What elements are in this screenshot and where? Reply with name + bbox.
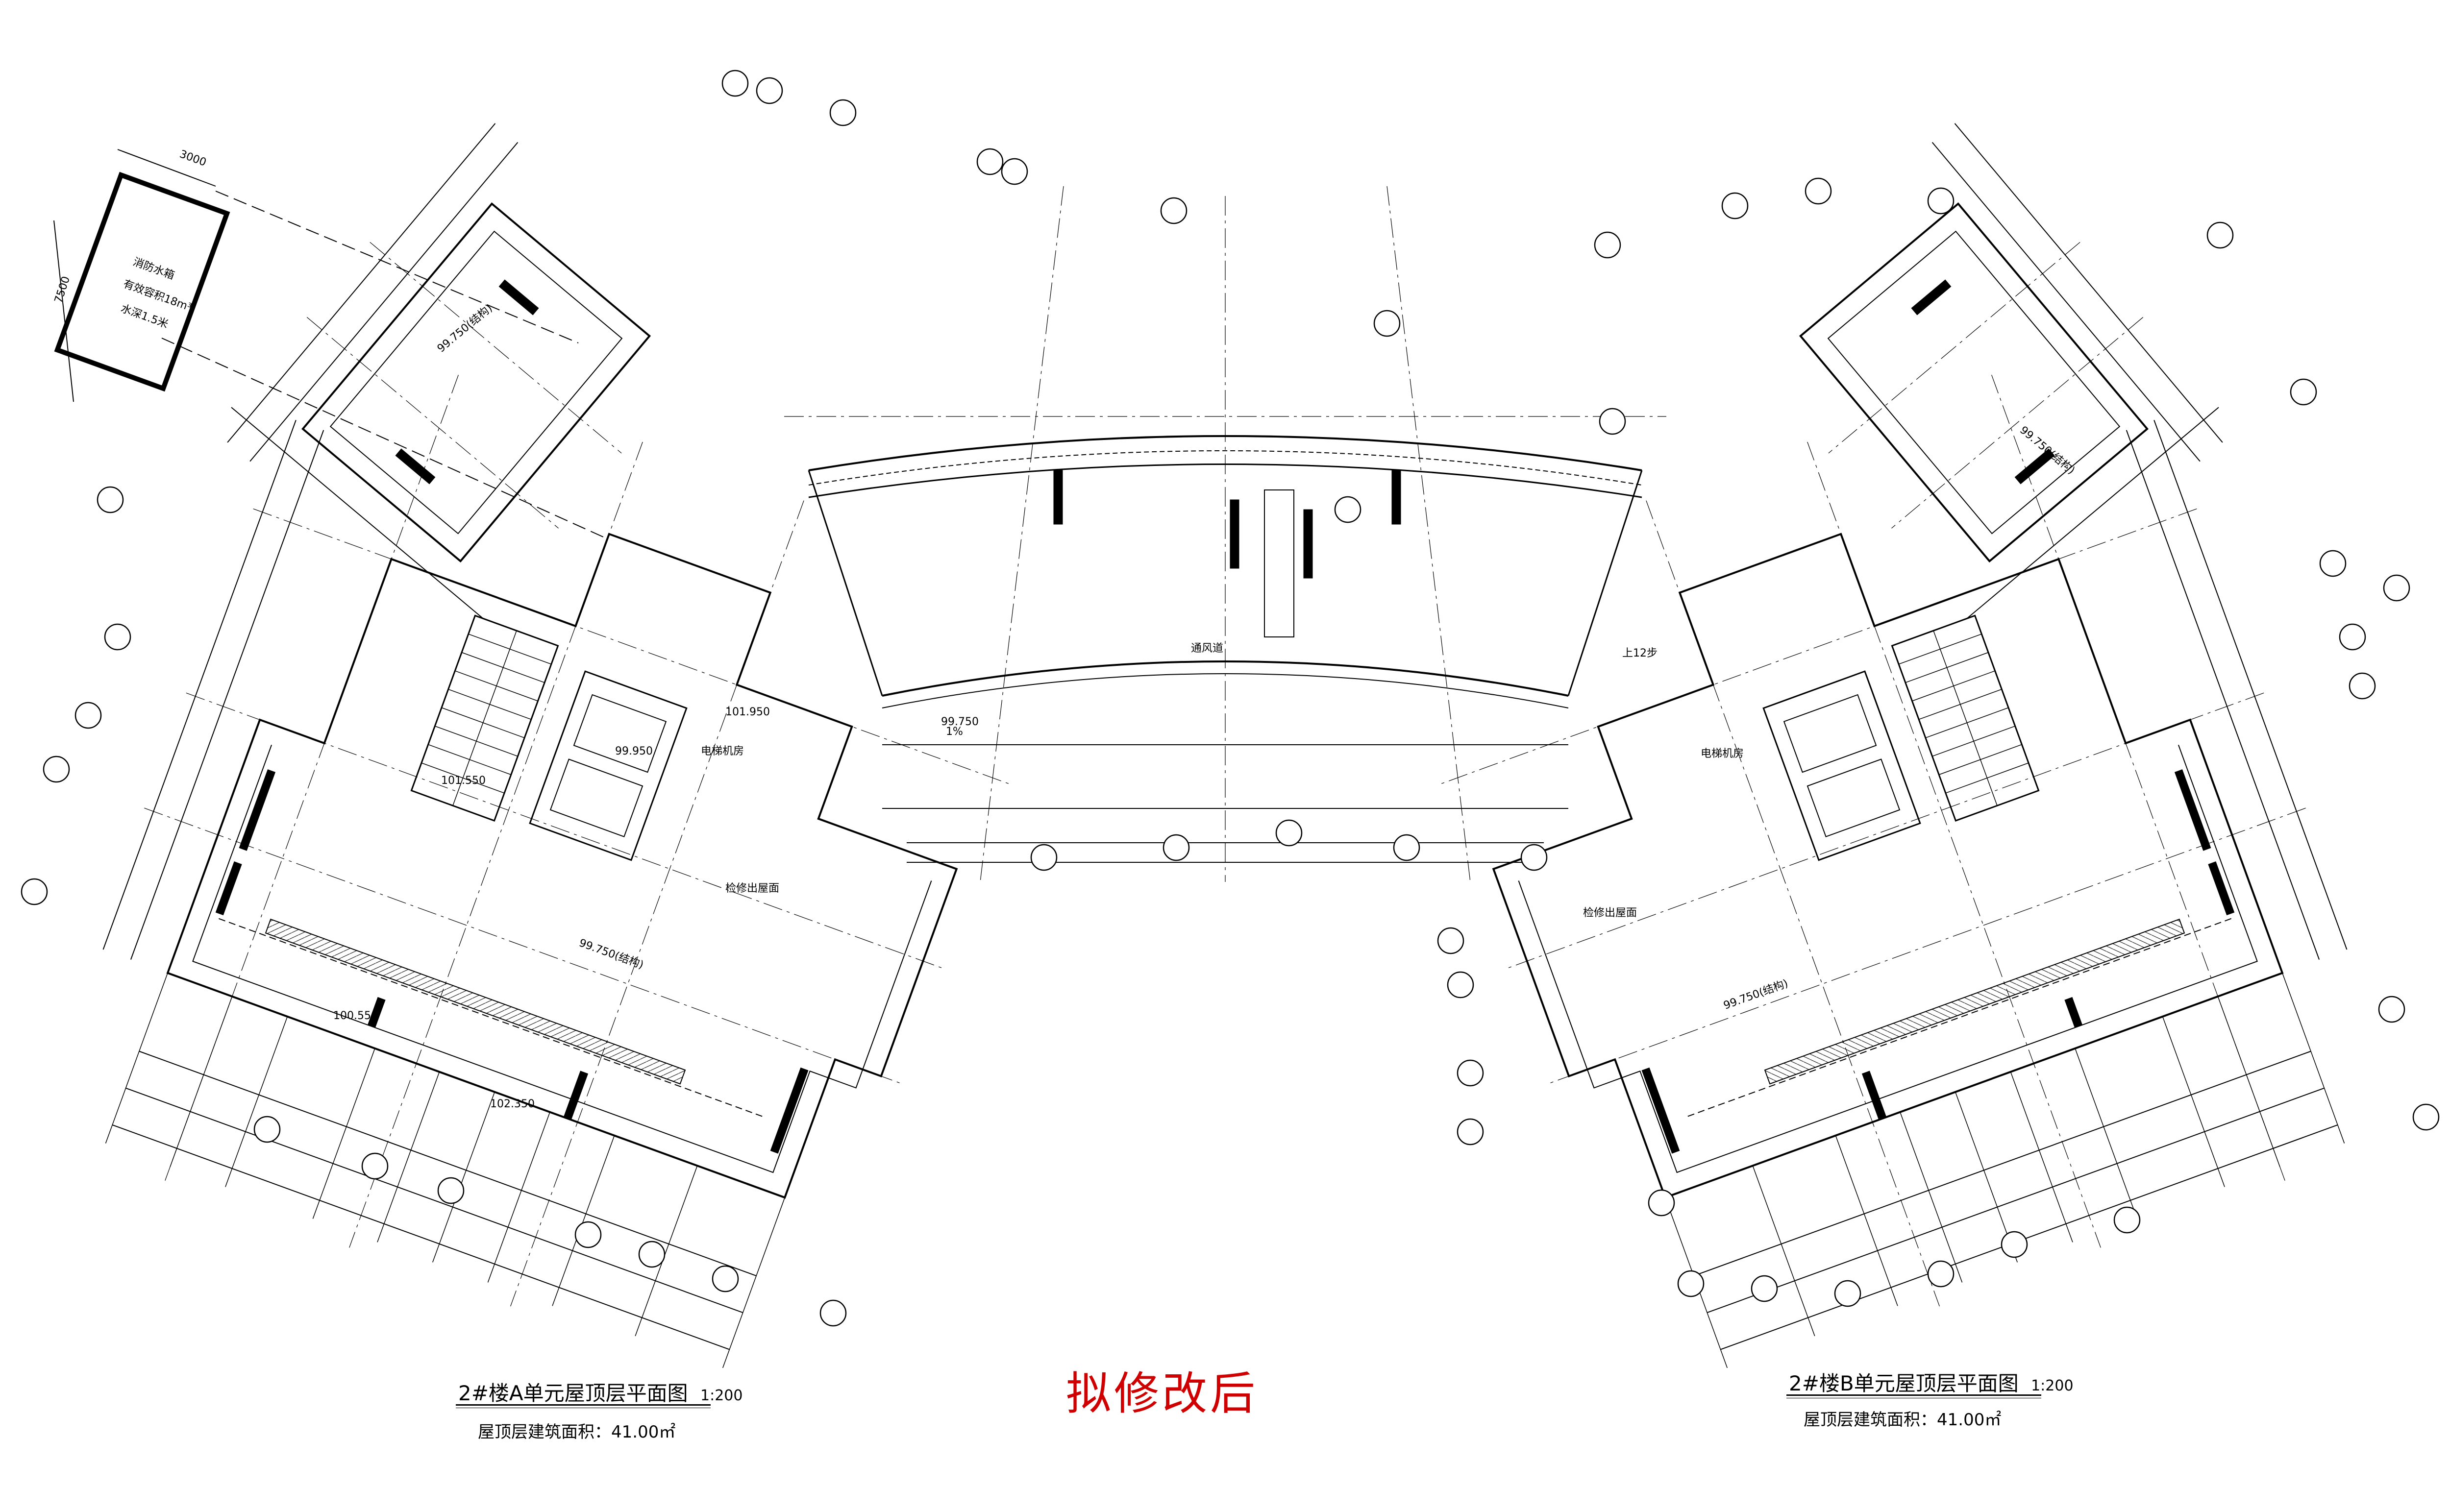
label-elev-main-a: 99.750(结构) (577, 937, 645, 972)
label-elev-f: 99.750 (941, 716, 979, 728)
unit-a-upper-wing (227, 123, 651, 619)
center-corridor (784, 186, 1666, 882)
unit-b-upper-wing (1799, 123, 2223, 619)
label-roof-exit-b: 检修出屋面 (1583, 907, 1637, 919)
label-roof-exit-a: 检修出屋面 (725, 882, 779, 895)
label-elev-d: 100.550 (333, 1010, 378, 1022)
unit-b-plan (1436, 374, 2348, 1368)
label-elev-c: 101.950 (725, 706, 770, 718)
plan-title-unit-b: 2#楼B单元屋顶层平面图 1:200 (1789, 1367, 2074, 1397)
label-vent-a: 通风道 (1191, 642, 1223, 655)
label-elev-main-b: 99.750(结构) (1722, 977, 1790, 1012)
plan-title-unit-a-text: 2#楼A单元屋顶层平面图 (458, 1381, 688, 1405)
plan-title-unit-b-text: 2#楼B单元屋顶层平面图 (1789, 1371, 2019, 1395)
plan-title-unit-a: 2#楼A单元屋顶层平面图 1:200 (458, 1377, 742, 1407)
tank-line1: 消防水箱 (131, 256, 176, 282)
tank-line3: 水深1.5米 (119, 302, 170, 331)
revision-stamp: 拟修改后 (1066, 1367, 1259, 1420)
plan-title-unit-b-underline (1786, 1394, 2041, 1396)
label-stairs-up: 上12步 (1622, 647, 1658, 659)
label-elev-upper-a: 99.750(结构) (435, 302, 495, 355)
axis-bubbles (21, 70, 2440, 1327)
water-tank: 3000 7500 消防水箱 有效容积18m³ 水深1.5米 (52, 148, 608, 539)
tank-dim-top: 3000 (178, 148, 208, 169)
label-elev-e: 102.350 (490, 1098, 535, 1110)
roof-area-unit-a: 屋顶层建筑面积：41.00㎡ (478, 1422, 676, 1442)
plan-title-unit-b-scale: 1:200 (2031, 1377, 2074, 1394)
tank-dim-side: 7500 (52, 275, 73, 305)
label-elev-a: 101.550 (441, 775, 486, 787)
roof-area-unit-b: 屋顶层建筑面积：41.00㎡ (1804, 1410, 2002, 1430)
label-elev-b: 99.950 (615, 745, 653, 757)
unit-a-plan (102, 374, 1014, 1368)
label-slope: 1% (946, 726, 963, 738)
plan-title-unit-a-underline (456, 1404, 711, 1406)
plan-title-unit-a-scale: 1:200 (700, 1387, 743, 1404)
label-lift-room-b: 电梯机房 (1701, 748, 1744, 760)
label-lift-room-a: 电梯机房 (701, 745, 744, 757)
